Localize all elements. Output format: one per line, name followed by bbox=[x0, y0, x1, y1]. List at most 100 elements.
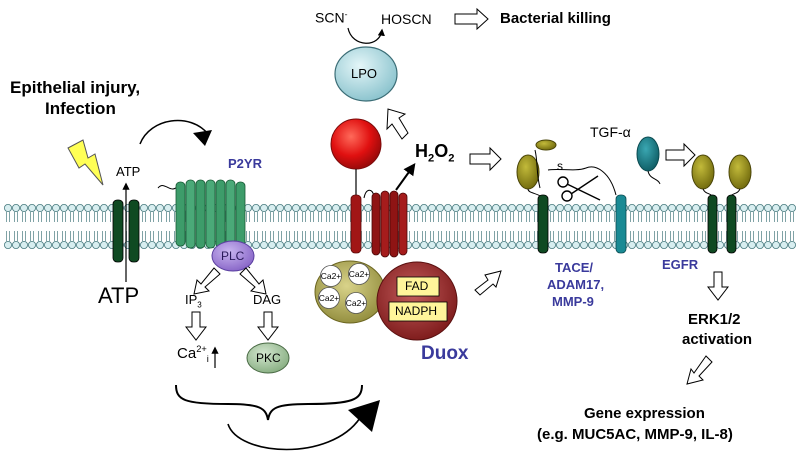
plc-to-ip3-arrow bbox=[193, 267, 221, 295]
phospholipid bbox=[700, 203, 709, 249]
pkc-label: PKC bbox=[256, 351, 281, 365]
atp-to-p2yr-arrow bbox=[139, 119, 209, 145]
phospholipid bbox=[267, 203, 276, 249]
injury-label-line2: Infection bbox=[45, 99, 116, 118]
phospholipid bbox=[684, 203, 693, 249]
tgf-to-egfr-arrow bbox=[665, 142, 696, 168]
hoscn-label: HOSCN bbox=[381, 11, 432, 27]
phospholipid bbox=[299, 203, 308, 249]
phospholipid bbox=[84, 203, 93, 249]
tace-helix bbox=[537, 194, 549, 254]
phospholipid bbox=[92, 203, 101, 249]
phospholipid bbox=[644, 203, 653, 249]
phospholipid bbox=[275, 203, 284, 249]
phospholipid bbox=[451, 203, 460, 249]
lpo-enzyme bbox=[334, 46, 398, 102]
phospholipid bbox=[628, 203, 637, 249]
phospholipid bbox=[467, 203, 476, 249]
phospholipid bbox=[411, 203, 420, 249]
tace-cleavage-site bbox=[535, 139, 557, 151]
phospholipid bbox=[660, 203, 669, 249]
phospholipid bbox=[251, 203, 260, 249]
phospholipid bbox=[323, 203, 332, 249]
phospholipid bbox=[483, 203, 492, 249]
h2o2-to-tace-arrow bbox=[469, 146, 502, 172]
tace-label-line3: MMP-9 bbox=[552, 294, 594, 309]
phospholipid bbox=[60, 203, 69, 249]
phospholipid bbox=[596, 203, 605, 249]
phospholipid bbox=[716, 203, 725, 249]
to-bacterial-killing-arrow bbox=[454, 7, 489, 31]
egfr-to-erk-arrow bbox=[706, 271, 730, 301]
egfr-domain-right bbox=[728, 154, 752, 190]
phospholipid bbox=[243, 203, 252, 249]
calcium-ions: Ca2+ Ca2+ Ca2+ Ca2+ bbox=[318, 263, 370, 314]
atp-channel-right bbox=[128, 199, 140, 263]
phospholipid bbox=[147, 203, 156, 249]
duox-flavin-domain bbox=[376, 261, 458, 341]
phospholipid bbox=[499, 203, 508, 249]
phospholipid bbox=[44, 203, 53, 249]
phospholipid bbox=[564, 203, 573, 249]
calcium-ion: Ca2+ bbox=[345, 292, 367, 314]
plc-to-dag-arrow bbox=[239, 267, 267, 295]
phospholipid bbox=[756, 203, 765, 249]
duox-helix-single bbox=[350, 194, 362, 254]
calcium-ion: Ca2+ bbox=[348, 263, 370, 285]
bottom-brace bbox=[175, 384, 363, 421]
plc-enzyme bbox=[211, 240, 255, 272]
phospholipid bbox=[363, 203, 372, 249]
scn-reaction-curve bbox=[347, 27, 385, 44]
duox-helix-bundle bbox=[371, 190, 408, 258]
phospholipid bbox=[76, 203, 85, 249]
phospholipid bbox=[315, 203, 324, 249]
calcium-ion: Ca2+ bbox=[318, 287, 340, 309]
ip3-label: IP3 bbox=[185, 292, 202, 310]
phospholipid bbox=[331, 203, 340, 249]
erk-label-line2: activation bbox=[682, 331, 753, 348]
phospholipid bbox=[772, 203, 781, 249]
phospholipid bbox=[19, 203, 28, 249]
calcium-ion-label: Ca2+ bbox=[321, 271, 342, 281]
dag-label: DAG bbox=[253, 292, 282, 307]
phospholipid bbox=[443, 203, 452, 249]
calcium-ion-label: Ca2+ bbox=[349, 269, 370, 279]
bacterial-killing-label: Bacterial killing bbox=[500, 10, 611, 27]
nadph-label: NADPH bbox=[395, 304, 438, 318]
calcium-label: Ca2+i bbox=[177, 344, 209, 364]
egfr-helix-left bbox=[707, 194, 718, 254]
calcium-ion-label: Ca2+ bbox=[319, 293, 340, 303]
phospholipid bbox=[36, 203, 45, 249]
phospholipid bbox=[636, 203, 645, 249]
tace-label-line2: ADAM17, bbox=[547, 277, 605, 292]
phospholipid bbox=[780, 203, 789, 249]
calcium-ion: Ca2+ bbox=[320, 265, 342, 287]
phospholipid bbox=[100, 203, 109, 249]
atp-label-large: ATP bbox=[98, 283, 140, 308]
phospholipid bbox=[339, 203, 348, 249]
egfr-label: EGFR bbox=[662, 257, 699, 272]
phospholipid bbox=[68, 203, 77, 249]
phospholipid bbox=[283, 203, 292, 249]
phospholipid bbox=[52, 203, 61, 249]
phospholipid bbox=[580, 203, 589, 249]
phospholipid bbox=[668, 203, 677, 249]
phospholipid bbox=[139, 203, 148, 249]
phospholipid bbox=[676, 203, 685, 249]
gene-expression-label: Gene expression bbox=[584, 405, 705, 422]
phospholipid bbox=[435, 203, 444, 249]
phospholipid bbox=[516, 203, 525, 249]
egfr-domain-left bbox=[691, 154, 715, 190]
feedback-arrowhead bbox=[348, 400, 380, 432]
erk-to-gene-arrow bbox=[686, 355, 713, 385]
phospholipid bbox=[155, 203, 164, 249]
phospholipid bbox=[4, 203, 12, 249]
injury-label-line1: Epithelial injury, bbox=[10, 78, 141, 97]
phospholipid bbox=[692, 203, 701, 249]
duox-to-tace-arrow bbox=[474, 270, 502, 296]
phospholipid bbox=[507, 203, 516, 249]
phospholipid bbox=[524, 203, 533, 249]
phospholipid bbox=[307, 203, 316, 249]
fad-box bbox=[396, 276, 440, 297]
